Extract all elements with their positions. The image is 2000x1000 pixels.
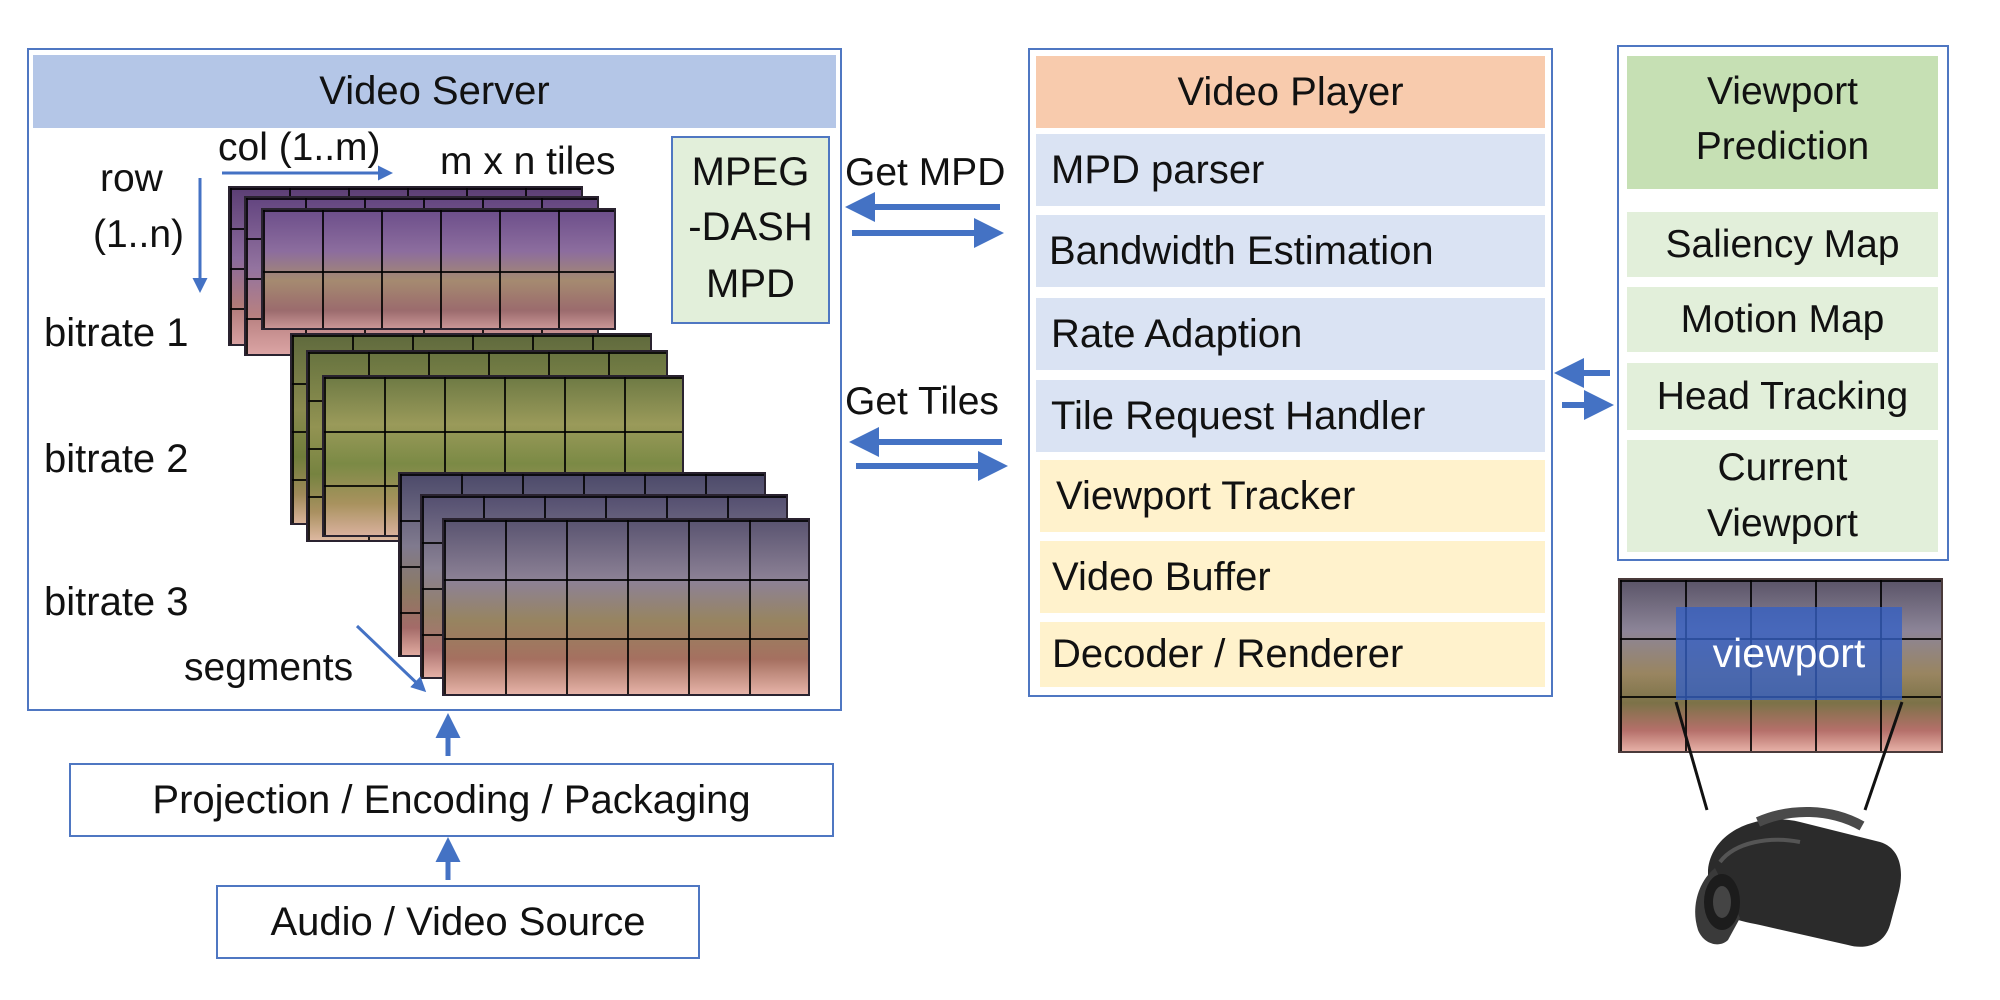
player-module-label: Tile Request Handler: [1051, 393, 1426, 438]
row-label: row: [100, 157, 163, 200]
prediction-row-label: Current: [1717, 446, 1848, 489]
bitrate-3-label: bitrate 3: [44, 580, 189, 624]
video-server-title: Video Server: [33, 55, 836, 128]
player-module-viewport-tracker: Viewport Tracker: [1040, 460, 1545, 532]
player-module-decoder-renderer: Decoder / Renderer: [1040, 622, 1545, 687]
projection-encoding-packaging-box: Projection / Encoding / Packaging: [69, 763, 834, 837]
bitrate-1-label: bitrate 1: [44, 311, 189, 355]
prediction-head-tracking: Head Tracking: [1627, 363, 1938, 430]
audio-video-source-box: Audio / Video Source: [216, 885, 700, 959]
prediction-current-viewport: Current Viewport: [1627, 440, 1938, 552]
mpd-label-line-1: MPEG: [691, 150, 810, 194]
player-module-label: Bandwidth Estimation: [1049, 228, 1434, 273]
row-range-label: (1..n): [93, 213, 185, 256]
viewport-overlay: viewport: [1676, 607, 1902, 700]
prediction-row-label: Viewport: [1706, 502, 1859, 545]
prediction-row-label: Saliency Map: [1665, 222, 1900, 266]
mpd-label-line-2: -DASH: [688, 205, 813, 249]
segments-label: segments: [184, 646, 354, 689]
tiles-label: m x n tiles: [440, 140, 616, 183]
get-mpd-label: Get MPD: [845, 151, 1006, 194]
col-label: col (1..m): [218, 126, 381, 169]
prediction-row-label: Head Tracking: [1656, 374, 1909, 418]
mpd-box: [671, 136, 830, 324]
player-module-label: Viewport Tracker: [1056, 473, 1356, 518]
frustum-line-right: [1863, 701, 1904, 811]
player-module-mpd-parser: MPD parser: [1036, 134, 1545, 206]
prediction-row-label: Motion Map: [1680, 297, 1885, 341]
player-module-label: Rate Adaption: [1051, 311, 1303, 356]
tile-frame-bitrate-3: [442, 518, 810, 696]
video-player-title: Video Player: [1036, 56, 1545, 128]
frustum-line-left: [1674, 701, 1709, 811]
get-tiles-label: Get Tiles: [845, 380, 999, 423]
prediction-title-line-1: [1627, 56, 1938, 189]
player-module-tile-request-handler: Tile Request Handler: [1036, 380, 1545, 452]
mpd-label-line-3: MPD: [706, 262, 795, 306]
player-module-video-buffer: Video Buffer: [1040, 541, 1545, 613]
player-module-rate-adaption: Rate Adaption: [1036, 298, 1545, 370]
segments-arrow: [355, 624, 427, 693]
player-module-bandwidth-estimation: Bandwidth Estimation: [1036, 215, 1545, 287]
player-module-label: Video Buffer: [1052, 554, 1271, 599]
prediction-title-line-1-text: Viewport: [1706, 70, 1859, 113]
player-module-label: MPD parser: [1051, 147, 1265, 192]
prediction-saliency-map: Saliency Map: [1627, 212, 1938, 277]
viewport-label: viewport: [1712, 630, 1866, 676]
player-module-label: Decoder / Renderer: [1052, 632, 1404, 676]
prediction-title-line-2-text: Prediction: [1695, 125, 1870, 168]
prediction-motion-map: Motion Map: [1627, 287, 1938, 352]
tile-frame-bitrate-1: [261, 208, 616, 330]
bitrate-2-label: bitrate 2: [44, 437, 189, 481]
vr-headset-icon: [1695, 806, 1901, 947]
